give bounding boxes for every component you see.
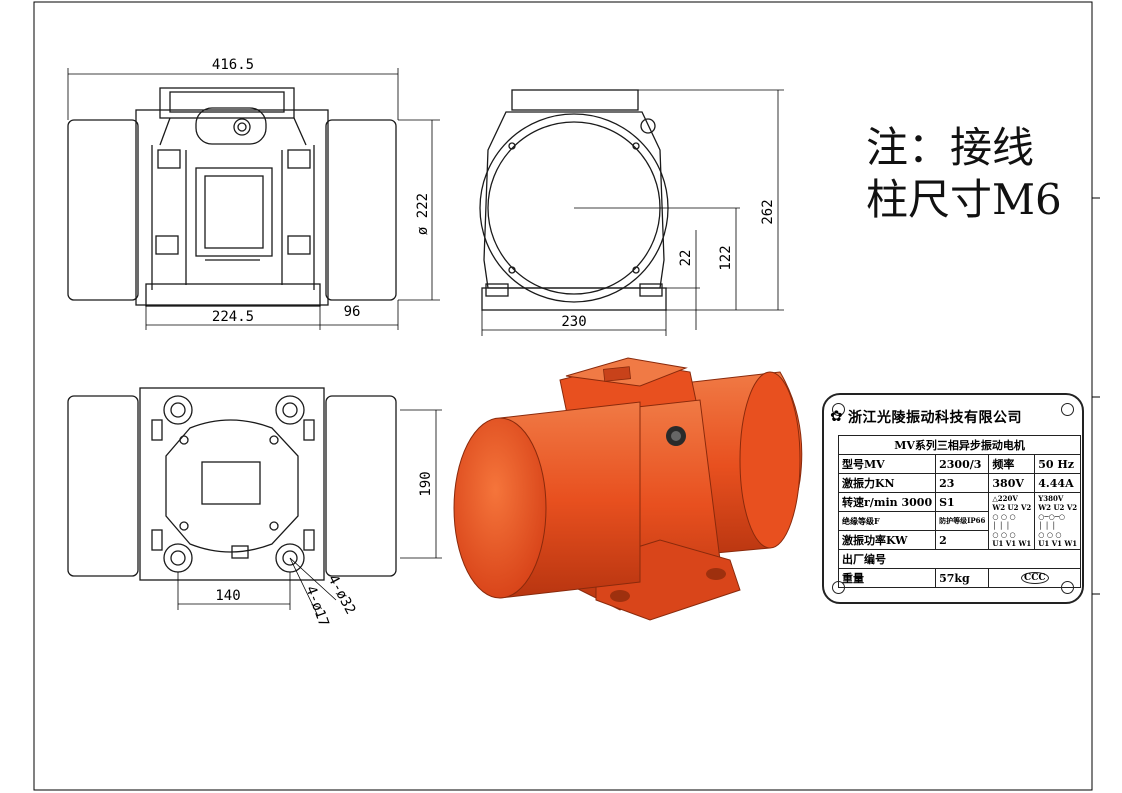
weight-value: 57kg bbox=[935, 568, 990, 588]
wye-diagram-icon: ○─○─○│ │ │○ ○ ○ bbox=[1038, 512, 1066, 539]
dim-base-thickness: 22 bbox=[678, 250, 694, 267]
speed-cell: 转速r/min 3000 bbox=[837, 492, 937, 512]
screw-hole bbox=[1061, 403, 1074, 416]
wye-terminals-bottom: U1 V1 W1 bbox=[1038, 539, 1078, 548]
dim-diameter: ø 222 bbox=[415, 193, 431, 235]
current-value: 4.44A bbox=[1034, 473, 1082, 493]
delta-wiring: △220V W2 U2 V2 ○ ○ ○│ │ │○ ○ ○ U1 V1 W1 bbox=[988, 492, 1036, 550]
front-view bbox=[67, 87, 397, 307]
force-value: 23 bbox=[935, 473, 990, 493]
power-value: 2 bbox=[935, 530, 990, 550]
ccc-mark-text: CCC bbox=[1021, 572, 1049, 584]
dim-base-length: 224.5 bbox=[212, 309, 254, 325]
weight-label: 重量 bbox=[837, 568, 937, 588]
delta-label: △220V bbox=[992, 494, 1018, 503]
delta-terminals-bottom: U1 V1 W1 bbox=[992, 539, 1032, 548]
side-view bbox=[479, 89, 669, 311]
dim-bolt-hole: 4-ø17 bbox=[302, 584, 331, 629]
dim-counterbore: 4-ø32 bbox=[324, 572, 358, 617]
duty-value: S1 bbox=[935, 492, 990, 512]
freq-value: 50 Hz bbox=[1034, 454, 1082, 474]
drawing-frame bbox=[33, 1, 1093, 791]
screw-hole bbox=[832, 403, 845, 416]
side-view-dimensions bbox=[481, 89, 784, 336]
delta-diagram-icon: ○ ○ ○│ │ │○ ○ ○ bbox=[992, 512, 1016, 539]
delta-terminals-top: W2 U2 V2 bbox=[992, 503, 1032, 512]
bottom-view bbox=[67, 387, 397, 581]
wiring-note: 注：接线 柱尺寸M6 bbox=[866, 122, 1066, 226]
dim-width: 230 bbox=[561, 314, 586, 330]
freq-label: 频率 bbox=[988, 454, 1036, 474]
company-name: 浙江光陵振动科技有限公司 bbox=[848, 410, 1022, 426]
dim-total-height: 262 bbox=[760, 199, 776, 224]
dim-mount-spacing-bottom: 140 bbox=[215, 588, 240, 604]
model-label: 型号MV bbox=[837, 454, 937, 474]
force-label: 激振力KN bbox=[837, 473, 937, 493]
spec-table: MV系列三相异步振动电机 型号MV 2300/3 频率 50 Hz 激振力KN … bbox=[837, 435, 1082, 588]
dim-mount-spacing-side: 190 bbox=[418, 471, 434, 496]
dim-center-height: 122 bbox=[718, 245, 734, 270]
voltage-value: 380V bbox=[988, 473, 1036, 493]
speed-value: 3000 bbox=[901, 496, 933, 509]
serial-label: 出厂编号 bbox=[837, 549, 1082, 569]
product-name: MV系列三相异步振动电机 bbox=[837, 435, 1082, 455]
model-value: 2300/3 bbox=[935, 454, 990, 474]
note-line-2: 柱尺寸M6 bbox=[866, 175, 1062, 224]
dim-overhang: 96 bbox=[344, 304, 361, 320]
wye-wiring: Y380V W2 U2 V2 ○─○─○│ │ │○ ○ ○ U1 V1 W1 bbox=[1034, 492, 1082, 550]
protection-label: 防护等级IP66 bbox=[935, 511, 990, 531]
insulation-label: 绝缘等级F bbox=[837, 511, 937, 531]
power-label: 激振功率KW bbox=[837, 530, 937, 550]
company-logo-icon: ✿ bbox=[830, 407, 843, 425]
wye-terminals-top: W2 U2 V2 bbox=[1038, 503, 1078, 512]
note-line-1: 注：接线 bbox=[866, 123, 1035, 172]
speed-label: 转速r/min bbox=[842, 496, 898, 509]
wye-label: Y380V bbox=[1038, 494, 1064, 503]
bottom-view-dimensions bbox=[177, 409, 442, 617]
ccc-mark-icon: CCC bbox=[988, 568, 1082, 588]
front-view-dimensions bbox=[67, 68, 440, 330]
motor-3d-render bbox=[453, 357, 803, 621]
dim-overall-length: 416.5 bbox=[212, 57, 254, 73]
nameplate: ✿ 浙江光陵振动科技有限公司 MV系列三相异步振动电机 型号MV 2300/3 … bbox=[822, 393, 1084, 604]
